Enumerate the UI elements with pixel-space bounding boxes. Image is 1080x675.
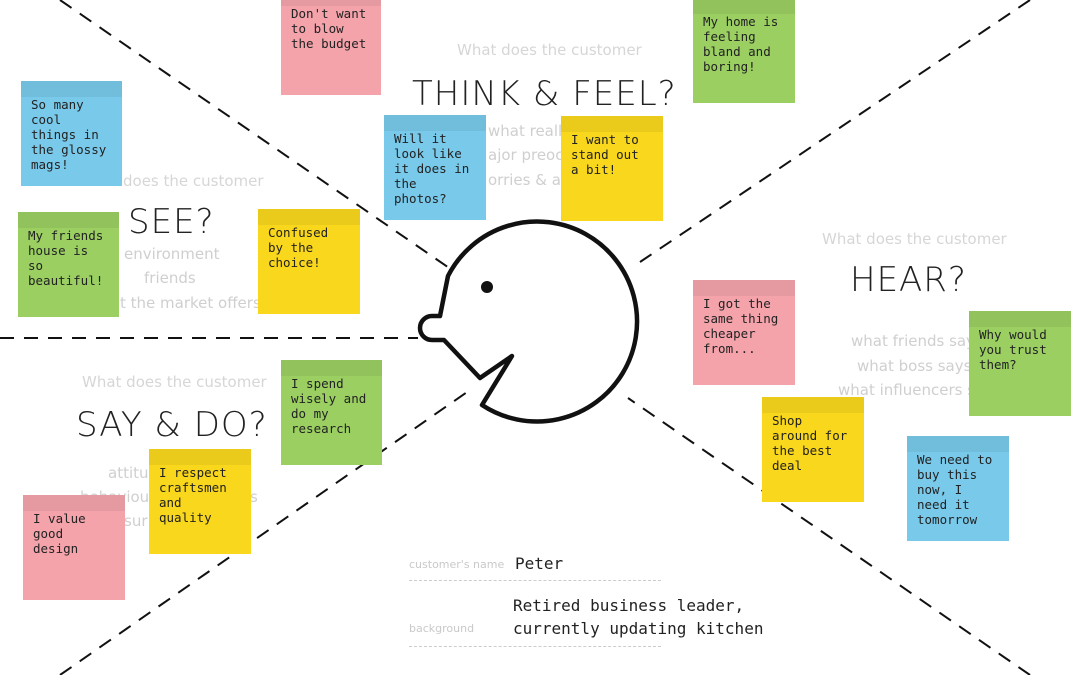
think-prompt: What does the customer [457,41,642,59]
think-line-3: orries & asp [488,171,579,189]
sticky-note[interactable]: I want to stand out a bit! [561,116,663,221]
background-value-line-2[interactable]: currently updating kitchen [513,619,764,638]
divider-top-right [639,0,1031,263]
sticky-note[interactable]: We need to buy this now, I need it tomor… [907,436,1009,541]
background-divider [409,646,661,647]
say-line-1: attitu [108,464,149,482]
sticky-note[interactable]: I got the same thing cheaper from... [693,280,795,385]
think-line-1: what really c [488,122,585,140]
sticky-note-text: I spend wisely and do my research [291,376,367,436]
sticky-note-text: My friends house is so beautiful! [28,228,104,288]
hear-prompt: What does the customer [822,230,1007,248]
hear-line-2: what boss says [857,357,972,375]
sticky-note[interactable]: So many cool things in the glossy mags! [21,81,122,186]
background-label: background [409,622,475,635]
sticky-note-text: My home is feeling bland and boring! [703,14,779,74]
sticky-note-text: Will it look like it does in the photos? [394,131,470,206]
think-line-2: ajor preoccu [488,146,582,164]
sticky-note[interactable]: Confused by the choice! [258,209,360,314]
sticky-note-text: I respect craftsmen and quality [159,465,227,525]
sticky-note[interactable]: I spend wisely and do my research [281,360,382,465]
see-line-1: environment [124,245,220,263]
sticky-note-text: Shop around for the best deal [772,413,848,473]
hear-line-1: what friends say [851,332,975,350]
sticky-note[interactable]: I respect craftsmen and quality [149,449,251,554]
hear-heading: HEAR? [850,260,967,300]
divider-top-left [59,0,456,273]
head-icon [417,219,640,424]
sticky-note[interactable]: Will it look like it does in the photos? [384,115,486,220]
sticky-note[interactable]: My home is feeling bland and boring! [693,0,795,103]
sticky-note-text: We need to buy this now, I need it tomor… [917,452,993,527]
sticky-note[interactable]: Shop around for the best deal [762,397,864,502]
name-divider [409,580,661,581]
sticky-note[interactable]: My friends house is so beautiful! [18,212,119,317]
say-prompt: What does the customer [82,373,267,391]
sticky-note[interactable]: Why would you trust them? [969,311,1071,416]
see-prompt: does the customer [123,172,264,190]
sticky-note-text: Don't want to blow the budget [291,6,367,51]
sticky-note-text: So many cool things in the glossy mags! [31,97,107,172]
think-feel-heading: THINK & FEEL? [412,74,677,114]
say-line-3: s [250,488,258,506]
sticky-note-text: I want to stand out a bit! [571,132,639,177]
say-do-heading: SAY & DO? [76,405,268,445]
customer-name-label: customer's name [409,558,505,571]
background-value-line-1[interactable]: Retired business leader, [513,596,745,615]
see-line-3: t the market offers [120,294,261,312]
customer-name-value[interactable]: Peter [515,554,564,573]
sticky-note[interactable]: Don't want to blow the budget [281,0,381,95]
sticky-note-text: Confused by the choice! [268,225,329,270]
say-line-4: sur [124,512,148,530]
see-line-2: friends [144,269,196,287]
divider-bottom-left [59,389,471,675]
sticky-note-text: I got the same thing cheaper from... [703,296,779,356]
sticky-note-text: Why would you trust them? [979,327,1047,372]
divider-bottom-right [627,397,1031,675]
sticky-note-text: I value good design [33,511,86,556]
hear-line-3: what influencers sa [838,381,985,399]
sticky-note[interactable]: I value good design [23,495,125,600]
see-heading: SEE? [128,202,215,242]
